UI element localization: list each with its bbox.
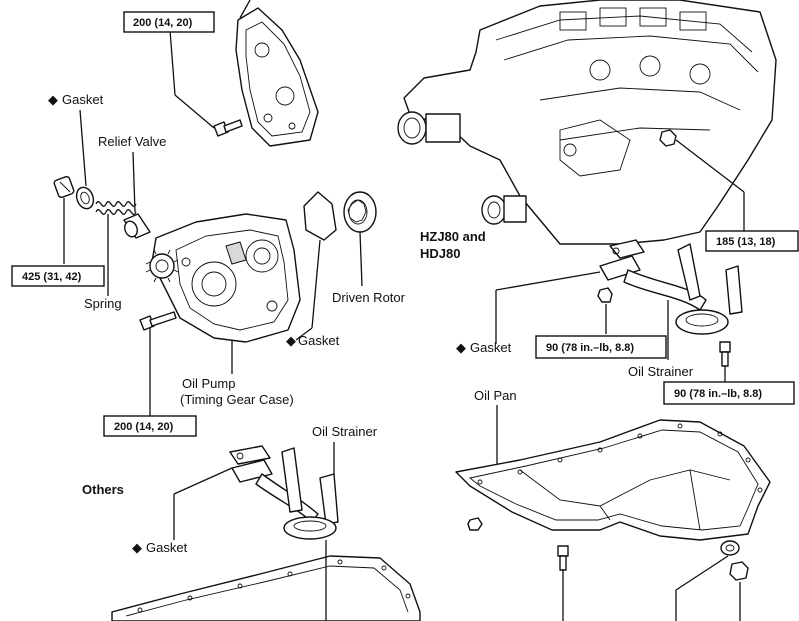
cover-bolt (213, 119, 243, 137)
engine-left-boss-lower (481, 195, 527, 225)
non-reusable-symbol: ◆ (286, 333, 296, 348)
driven-rotor-label: Driven Rotor (332, 290, 406, 305)
hzj80-label: HZJ80 and (420, 229, 486, 244)
spec-box-pump-bolt: 200 (14, 20) (103, 415, 197, 437)
oil-pan-left (111, 555, 421, 621)
strainer-nut-text: 90 (78 in.–lb, 8.8) (546, 342, 634, 354)
pump-bolt (139, 311, 177, 331)
relief-valve-label: Relief Valve (98, 134, 166, 149)
drain-plug-gasket (720, 540, 740, 556)
engine-block (403, 0, 777, 245)
engine-left-boss-upper (397, 111, 461, 145)
strainer-gasket-left (229, 445, 271, 465)
oil-pump-body (151, 213, 301, 343)
relief-valve-plug-text: 425 (31, 42) (22, 271, 82, 283)
spec-box-engine-plug: 185 (13, 18) (705, 230, 799, 252)
strainer-bolt-right (719, 341, 731, 367)
non-reusable-symbol: ◆ (456, 340, 466, 355)
spec-box-top-cover: 200 (14, 20) (123, 11, 215, 33)
plug-gasket (75, 186, 95, 210)
gasket-label-right: Gasket (470, 340, 512, 355)
pump-bolt-text: 200 (14, 20) (114, 421, 174, 433)
oil-strainer-label-left: Oil Strainer (312, 424, 378, 439)
hdj80-label: HDJ80 (420, 246, 460, 261)
strainer-nut-right (597, 287, 613, 303)
oil-pump-drive-gear (145, 249, 179, 283)
drain-plug (729, 561, 749, 581)
spec-box-relief-plug: 425 (31, 42) (11, 265, 105, 287)
strainer-gasket-right (609, 239, 645, 259)
gasket-label-bottom: Gasket (146, 540, 188, 555)
top-cover-bolt-text: 200 (14, 20) (133, 17, 193, 29)
non-reusable-symbol: ◆ (132, 540, 142, 555)
relief-valve-piston (123, 213, 151, 239)
others-label: Others (82, 482, 124, 497)
engine-plug-text: 185 (13, 18) (716, 236, 776, 248)
gasket-label-pump: Gasket (298, 333, 340, 348)
strainer-bolt-text: 90 (78 in.–lb, 8.8) (674, 388, 762, 400)
engine-drain-plug (659, 129, 677, 147)
oil-strainer-left (231, 447, 339, 540)
oil-pan-bolt (557, 545, 569, 571)
driven-rotor (343, 191, 377, 233)
spec-box-strainer-bolt: 90 (78 in.–lb, 8.8) (663, 381, 795, 405)
relief-spring (95, 201, 137, 215)
oil-pan-right (455, 419, 771, 541)
relief-valve-plug (53, 175, 75, 199)
spring-label: Spring (84, 296, 122, 311)
oil-pump-label: Oil Pump (182, 376, 235, 391)
oil-strainer-right (599, 243, 743, 335)
oil-pan-stud (467, 517, 483, 531)
oil-strainer-label-right: Oil Strainer (628, 364, 694, 379)
gasket-label-top-left: Gasket (62, 92, 104, 107)
spec-box-strainer-nut: 90 (78 in.–lb, 8.8) (535, 335, 667, 359)
pump-gasket (303, 191, 337, 241)
timing-gear-case-label: (Timing Gear Case) (180, 392, 294, 407)
non-reusable-symbol: ◆ (48, 92, 58, 107)
oil-pan-label: Oil Pan (474, 388, 517, 403)
timing-cover-plate (235, 7, 319, 147)
